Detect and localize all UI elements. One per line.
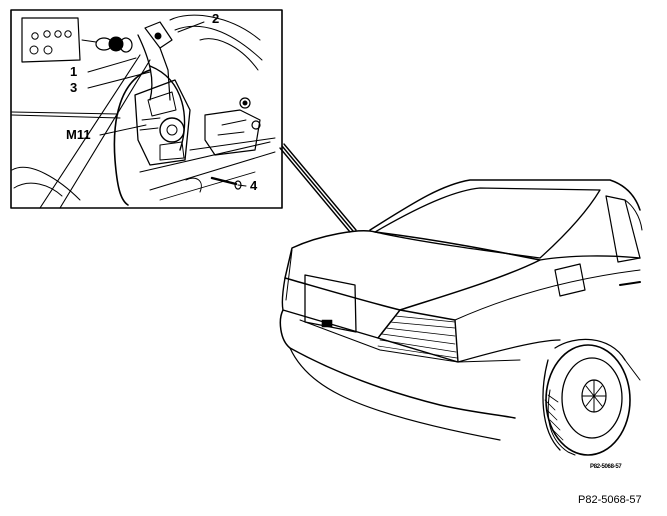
car-roof — [369, 179, 641, 231]
car-rear-view — [279, 179, 643, 456]
leader-line-m11 — [99, 124, 147, 136]
car-side-window — [624, 199, 643, 231]
hinge-arm — [137, 14, 263, 101]
cable-loop — [113, 69, 151, 206]
car-side-body — [457, 339, 561, 363]
trunk-lock — [321, 319, 333, 328]
latch-mechanism — [139, 97, 276, 201]
cable-loop — [149, 65, 186, 151]
inset-pointer — [279, 143, 357, 233]
car-side-body — [624, 359, 641, 381]
callout-4: 4 — [250, 178, 258, 193]
callout-m11: M11 — [66, 127, 91, 142]
car-rear-window — [374, 187, 601, 259]
inset-frame — [10, 9, 283, 209]
fuel-flap — [554, 263, 586, 297]
drawing-code-small: P82-5068-57 — [590, 464, 622, 470]
inset-floor-line — [39, 54, 151, 209]
car-bumper — [289, 347, 501, 441]
car-rear-panel — [285, 249, 293, 301]
callout-1: 1 — [70, 64, 78, 79]
car-bumper — [299, 319, 521, 363]
inset-floor-line — [11, 166, 81, 201]
car-bumper — [279, 309, 516, 419]
inset-floor-line — [13, 182, 63, 197]
inset-wall-line — [11, 111, 121, 119]
inset-detail — [10, 9, 283, 209]
leader-line-4 — [237, 184, 247, 187]
leader-line-3 — [87, 71, 151, 89]
leader-line-1 — [87, 57, 137, 73]
tail-light — [377, 309, 459, 363]
leader-line-2 — [177, 21, 205, 33]
mounting-plate — [21, 17, 81, 63]
figure-reference: P82-5068-57 — [578, 494, 642, 506]
car-side-body — [454, 269, 641, 321]
car-side-body — [539, 255, 641, 261]
callout-2: 2 — [212, 11, 220, 26]
motor-m11 — [134, 79, 191, 166]
license-plate-recess — [304, 274, 357, 333]
door-handle — [619, 281, 641, 286]
car-side-window — [605, 195, 641, 263]
car-trunk-lid — [284, 230, 541, 311]
grommet-plug — [81, 36, 133, 53]
callout-3: 3 — [70, 80, 78, 95]
rear-wheel — [542, 338, 631, 456]
